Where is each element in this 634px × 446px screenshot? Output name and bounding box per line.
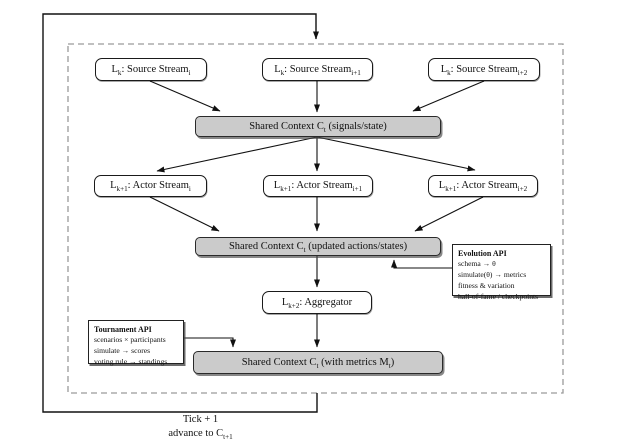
- tournament-api-line-simulate: simulate → scores: [94, 346, 151, 356]
- node-actor-stream-3-label: Lk+1: Actor Streami+2: [438, 180, 528, 194]
- tick-label: Tick + 1: [182, 414, 219, 425]
- node-shared-context-updated-label: Shared Context Ct (updated actions/state…: [228, 240, 408, 255]
- node-source-stream-1: Lk: Source Streami: [95, 58, 207, 81]
- tournament-api-line-voting: voting rule → standings: [94, 356, 168, 366]
- tick-advance-label: Tick + 1 advance to Ct+1: [128, 413, 273, 441]
- node-source-stream-2: Lk: Source Streami+1: [262, 58, 373, 81]
- node-shared-context-updated: Shared Context Ct (updated actions/state…: [195, 237, 441, 256]
- arrow-evolution-api-to-context-updated: [391, 259, 452, 269]
- arrow-context-signals-to-actor1: [156, 136, 318, 173]
- node-source-stream-3-label: Lk: Source Streami+2: [440, 63, 528, 78]
- arrow-source3-to-context-signals: [412, 80, 485, 112]
- arrow-source1-to-context-signals: [149, 80, 221, 112]
- arrow-tournament-api-to-context-metrics: [184, 337, 236, 348]
- node-actor-stream-1-label: Lk+1: Actor Streami: [110, 180, 191, 194]
- node-shared-context-signals: Shared Context Ct (signals/state): [195, 116, 441, 137]
- tournament-api-panel: Tournament API scenarios × participants …: [88, 320, 184, 366]
- evolution-api-line-simulate: simulate(θ) → metrics: [458, 270, 527, 280]
- system-boundary-dashed-frame: [67, 43, 564, 394]
- evolution-api-line-schema: schema → θ: [458, 259, 496, 269]
- tournament-api-line-scenarios: scenarios × participants: [94, 335, 166, 345]
- evolution-api-panel: Evolution API schema → θ simulate(θ) → m…: [452, 244, 551, 301]
- advance-label: advance to Ct+1: [168, 428, 233, 442]
- node-aggregator-label: Lk+2: Aggregator: [281, 296, 353, 311]
- node-shared-context-metrics-label: Shared Context Ct (with metrics Mt): [241, 356, 395, 371]
- arrow-context-signals-to-actor3: [316, 136, 476, 172]
- arrow-actor3-to-context-updated: [414, 196, 484, 232]
- node-actor-stream-2: Lk+1: Actor Streami+1: [263, 175, 373, 197]
- evolution-api-title: Evolution API: [458, 249, 507, 258]
- evolution-api-line-fitness: fitness & variation: [458, 280, 515, 290]
- tournament-api-title: Tournament API: [94, 325, 152, 334]
- node-shared-context-metrics: Shared Context Ct (with metrics Mt): [193, 351, 443, 374]
- node-source-stream-2-label: Lk: Source Streami+1: [274, 63, 361, 78]
- node-shared-context-signals-label: Shared Context Ct (signals/state): [249, 120, 387, 135]
- arrow-actor1-to-context-updated: [149, 196, 220, 232]
- evolution-api-line-hof: hall-of-fame / checkpoints: [458, 291, 539, 301]
- node-source-stream-3: Lk: Source Streami+2: [428, 58, 540, 81]
- node-actor-stream-2-label: Lk+1: Actor Streami+1: [273, 180, 363, 194]
- node-aggregator: Lk+2: Aggregator: [262, 291, 372, 314]
- node-actor-stream-3: Lk+1: Actor Streami+2: [428, 175, 538, 197]
- node-source-stream-1-label: Lk: Source Streami: [111, 63, 191, 78]
- node-actor-stream-1: Lk+1: Actor Streami: [94, 175, 207, 197]
- tick-feedback-loop-arrow: [42, 13, 319, 413]
